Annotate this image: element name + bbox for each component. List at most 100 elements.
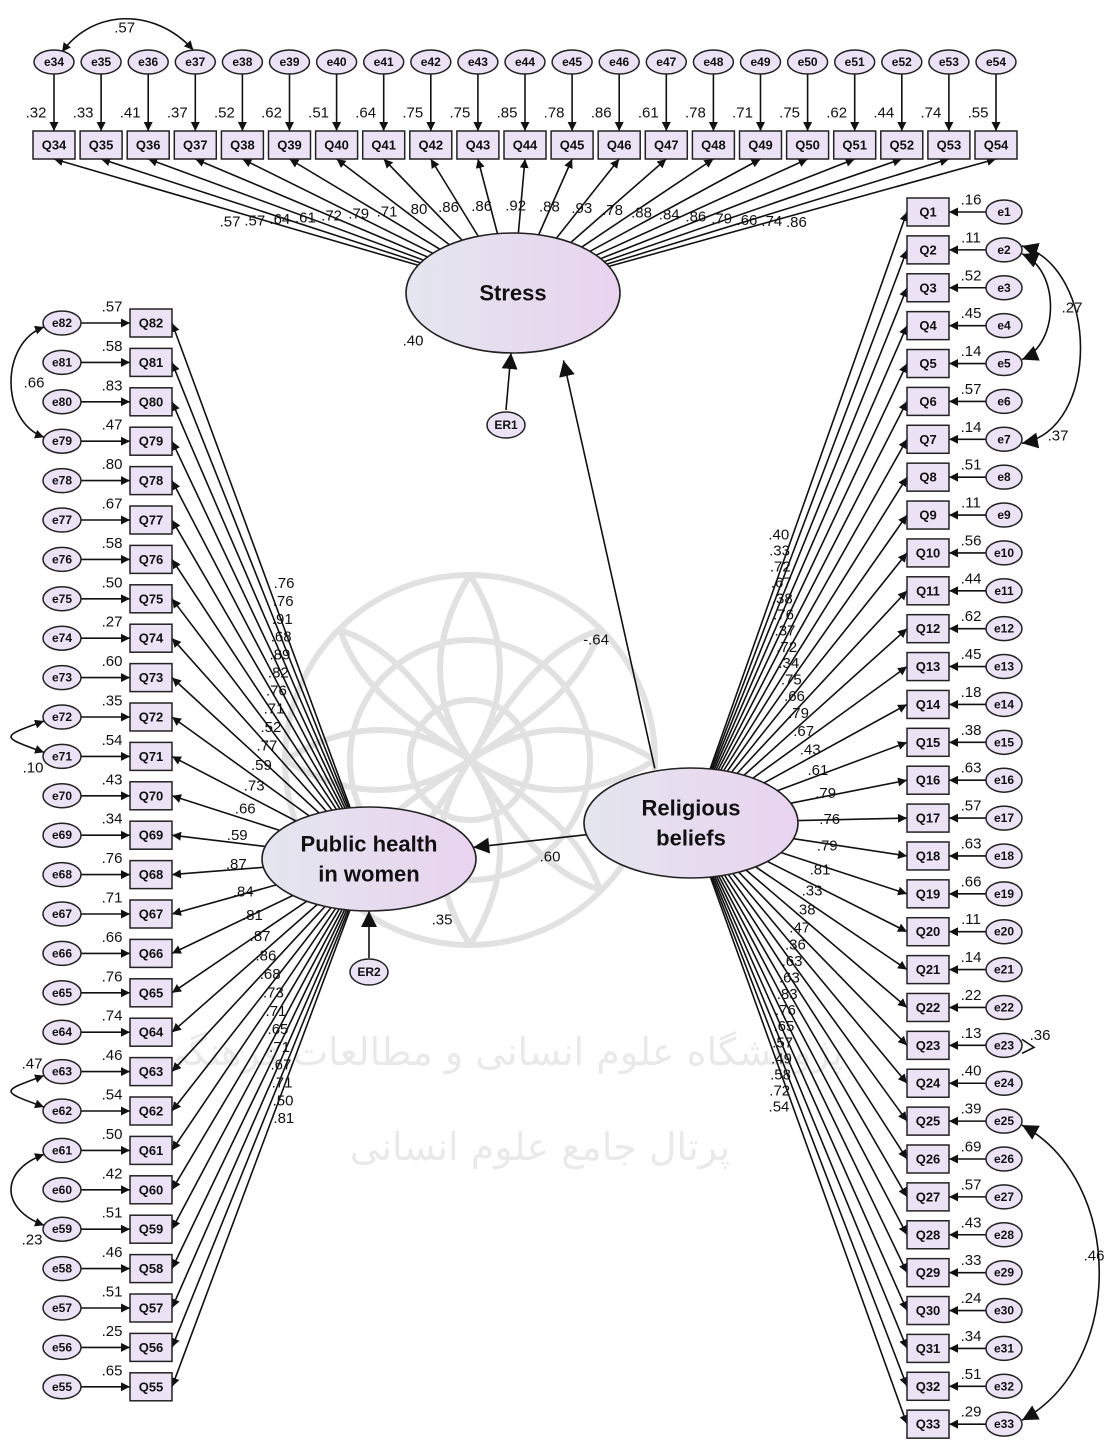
error-e18-label: e18 xyxy=(994,849,1014,863)
error-e80 xyxy=(42,389,82,415)
loading-arrow-q68 xyxy=(171,866,264,879)
error-e40 xyxy=(315,49,358,75)
loading-arrow-q47 xyxy=(570,158,667,244)
indicator-q43 xyxy=(456,130,500,160)
error-e34-label: e34 xyxy=(44,55,64,69)
indicator-q5 xyxy=(906,348,950,379)
loading-arrow-q54 xyxy=(608,157,997,268)
indicator-q77-label: Q77 xyxy=(139,513,164,528)
r2-q19: .66 xyxy=(961,873,982,890)
indicator-q69 xyxy=(129,820,173,850)
indicator-q23-label: Q23 xyxy=(916,1038,941,1053)
indicator-q34-label: Q34 xyxy=(42,138,67,153)
loading-arrow-q8 xyxy=(723,476,908,772)
loading-q63: .68 xyxy=(260,966,281,983)
indicator-q2-label: Q2 xyxy=(919,242,936,257)
indicator-q41 xyxy=(361,130,406,160)
r2-q38: .52 xyxy=(214,105,235,122)
indicator-q27 xyxy=(906,1182,950,1212)
r2-q68: .76 xyxy=(102,850,123,867)
r2-q12: .62 xyxy=(961,608,982,625)
error-e4 xyxy=(985,312,1023,339)
indicator-q28-label: Q28 xyxy=(916,1227,941,1242)
indicator-q45-label: Q45 xyxy=(560,138,585,153)
indicator-q62 xyxy=(129,1096,173,1126)
error-e38-label: e38 xyxy=(232,55,252,69)
indicator-q71 xyxy=(129,741,173,772)
residual-er1-label: ER1 xyxy=(494,418,518,432)
loading-arrow-q10 xyxy=(731,552,908,773)
path-religious-to-stress xyxy=(559,360,656,769)
error-e26 xyxy=(985,1146,1023,1172)
error-e55 xyxy=(42,1374,82,1400)
loading-q2: .33 xyxy=(769,542,790,559)
loading-arrow-q61 xyxy=(171,907,337,1151)
error-e36-label: e36 xyxy=(138,55,158,69)
loading-arrow-q65 xyxy=(171,900,308,994)
indicator-q45 xyxy=(550,130,594,160)
error-e8-label: e8 xyxy=(997,470,1011,484)
indicator-q1-label: Q1 xyxy=(919,205,936,220)
indicator-q41-label: Q41 xyxy=(371,138,396,153)
error-e68 xyxy=(42,861,82,888)
error-e49 xyxy=(739,49,782,75)
error-e62-label: e62 xyxy=(52,1104,72,1118)
error-e21 xyxy=(985,956,1023,983)
error-e26-label: e26 xyxy=(994,1152,1014,1166)
path-religious-to-health xyxy=(473,833,587,854)
error-e54 xyxy=(975,49,1017,75)
indicator-q59-label: Q59 xyxy=(139,1222,164,1237)
loading-arrow-q60 xyxy=(171,908,340,1191)
indicator-q39-label: Q39 xyxy=(277,138,302,153)
covariance-e82-e79 xyxy=(10,325,45,439)
indicator-q39 xyxy=(267,130,312,160)
loading-arrow-q5 xyxy=(715,363,908,770)
loading-q82: .76 xyxy=(274,575,295,592)
indicator-q40 xyxy=(314,130,359,160)
error-e18 xyxy=(985,843,1023,869)
error-e4-label: e4 xyxy=(997,319,1011,333)
indicator-q19-label: Q19 xyxy=(916,886,941,901)
r2-q65: .76 xyxy=(102,968,123,985)
loading-q26: .83 xyxy=(777,986,798,1003)
loading-q8: .72 xyxy=(776,639,797,656)
r2-q28: .43 xyxy=(961,1214,982,1231)
loading-arrow-q20 xyxy=(767,860,908,933)
loading-q58: .67 xyxy=(271,1057,292,1074)
indicator-q54-label: Q54 xyxy=(984,138,1009,153)
indicator-q63-label: Q63 xyxy=(139,1064,164,1079)
error-e29 xyxy=(985,1259,1023,1286)
error-e69-label: e69 xyxy=(52,828,72,842)
loading-q79: .68 xyxy=(271,629,292,646)
indicator-q52 xyxy=(880,130,924,160)
indicator-q18 xyxy=(906,841,950,871)
loading-arrow-q34 xyxy=(53,157,419,267)
loading-q67: .84 xyxy=(233,883,254,900)
loading-arrow-q38 xyxy=(242,158,434,255)
loading-q33: .54 xyxy=(769,1098,790,1115)
error-e7 xyxy=(985,426,1023,453)
indicator-q54 xyxy=(974,130,1018,160)
loading-arrow-q78 xyxy=(171,480,344,809)
r2-q67: .71 xyxy=(102,890,123,907)
error-e37 xyxy=(174,49,217,75)
latent-religious-beliefs xyxy=(583,767,799,879)
indicator-q50 xyxy=(785,130,830,160)
r2-q63: .46 xyxy=(102,1047,123,1064)
loading-q70: .66 xyxy=(235,800,256,817)
error-e43-label: e43 xyxy=(468,55,488,69)
r2-q52: .44 xyxy=(873,105,894,122)
error-e71-label: e71 xyxy=(52,749,72,763)
loading-q28: .65 xyxy=(773,1018,794,1035)
error-e3 xyxy=(985,275,1023,301)
error-e9 xyxy=(985,502,1023,528)
error-e57 xyxy=(42,1295,82,1321)
error-e64-label: e64 xyxy=(52,1025,72,1039)
loading-q61: .71 xyxy=(266,1003,287,1020)
error-e1-label: e1 xyxy=(997,205,1011,219)
loading-arrow-q79 xyxy=(171,440,346,809)
loading-q19: .81 xyxy=(810,861,831,878)
indicator-q4 xyxy=(906,310,950,341)
r2-q60: .42 xyxy=(102,1165,123,1182)
